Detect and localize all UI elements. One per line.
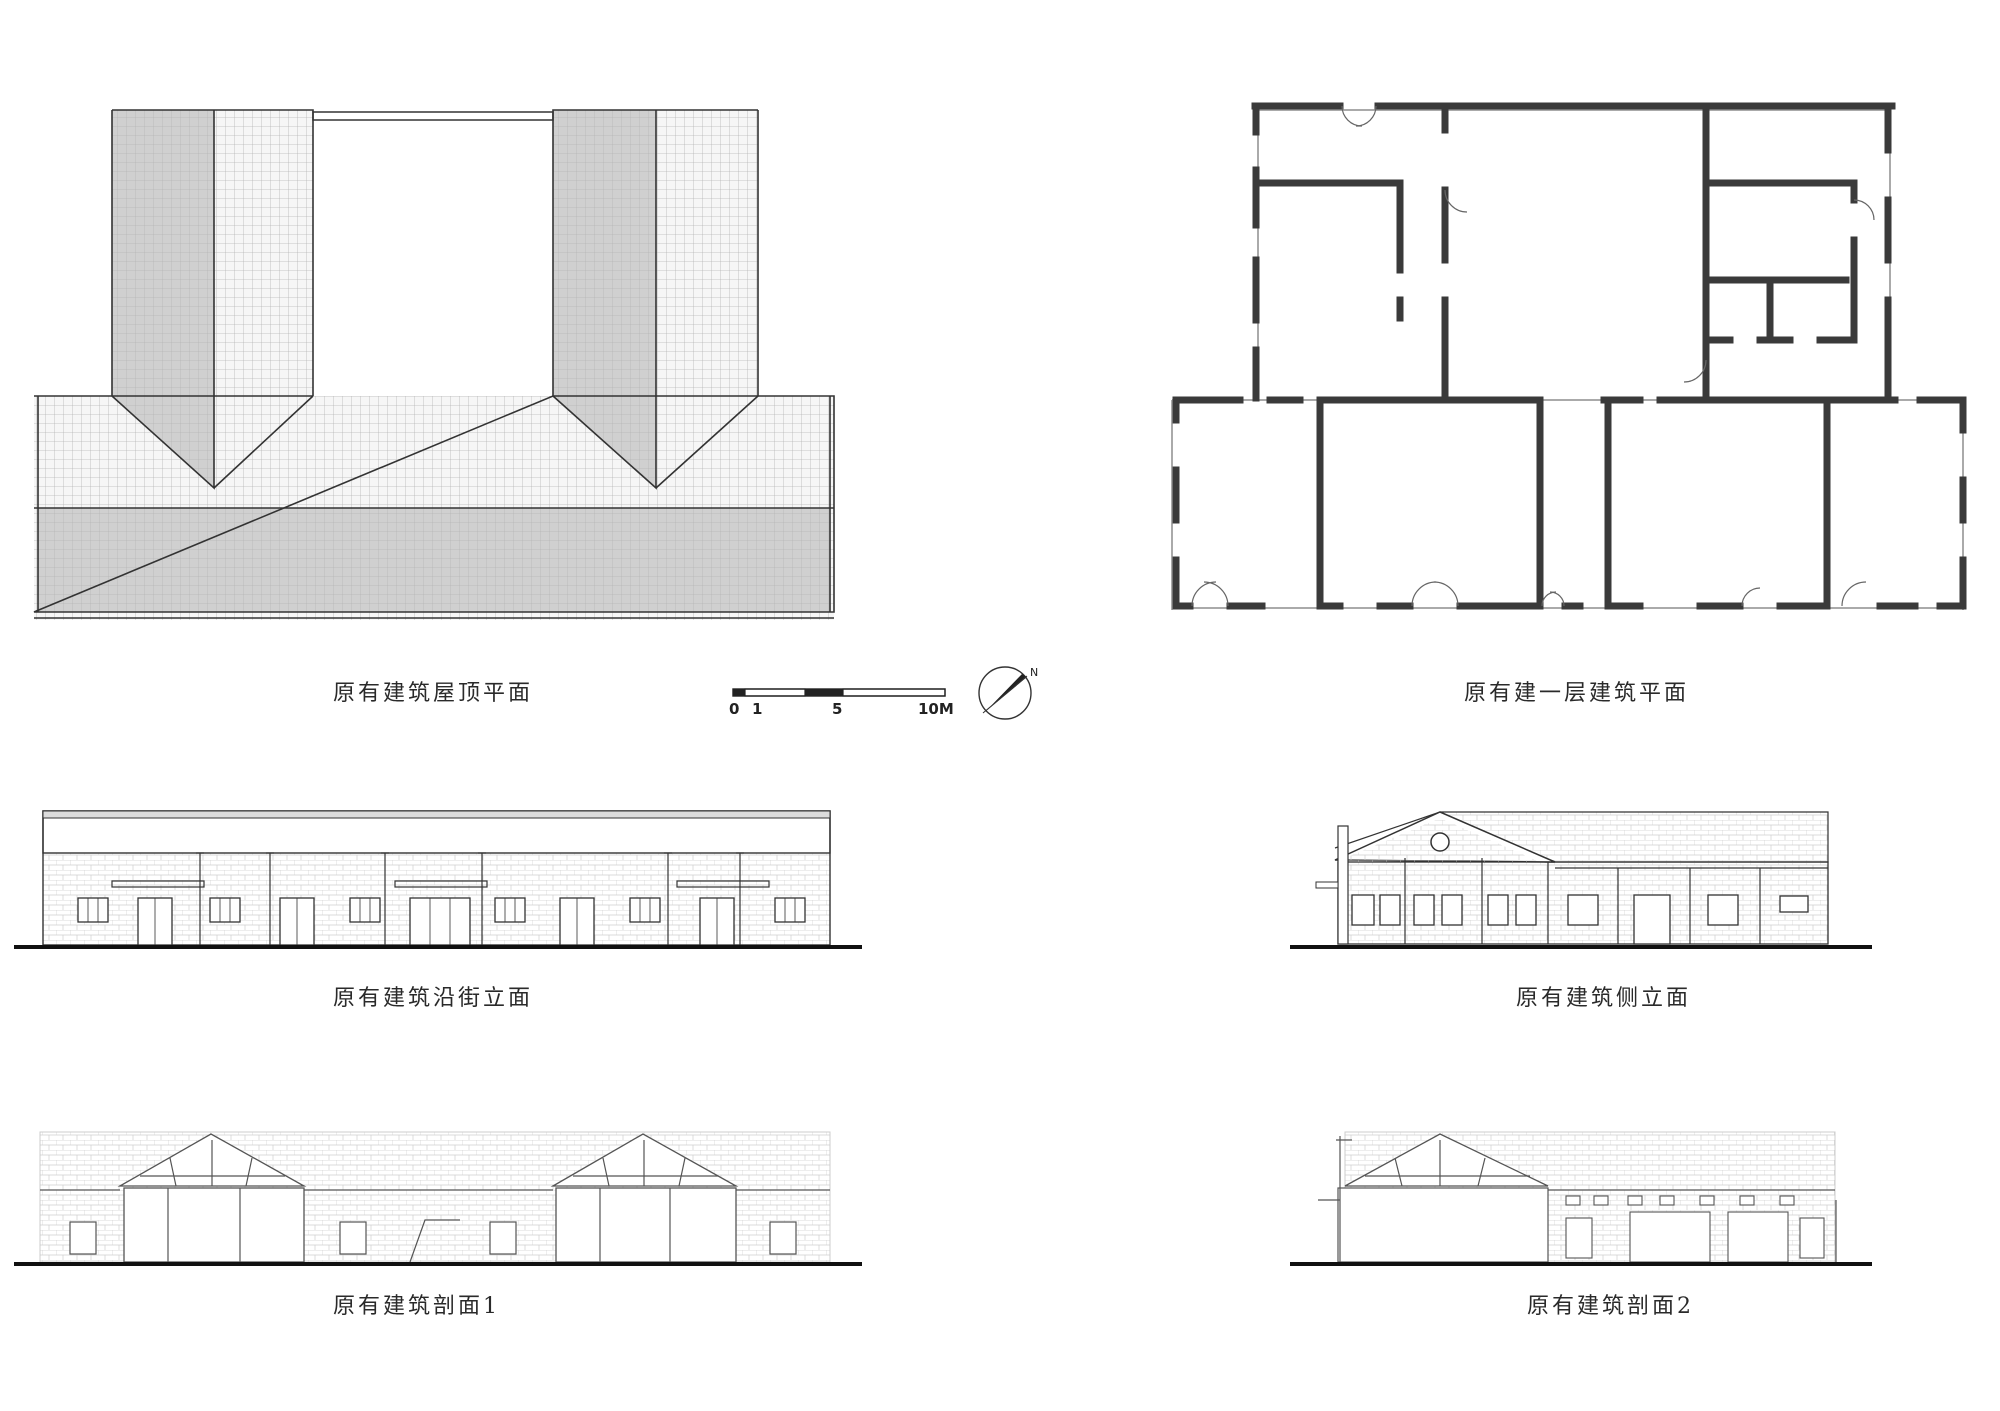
scale-tick-label: 10M [918, 700, 954, 718]
roof-plan-caption: 原有建筑屋顶平面 [333, 681, 534, 706]
north-arrow [978, 666, 1032, 720]
section-1 [14, 1131, 862, 1266]
street-elevation-caption: 原有建筑沿街立面 [333, 986, 534, 1011]
north-arrow-label: N [1030, 666, 1039, 679]
floor-plan-caption: 原有建一层建筑平面 [1464, 681, 1690, 706]
section-2-caption: 原有建筑剖面2 [1527, 1294, 1694, 1319]
side-elevation [1290, 811, 1872, 949]
side-elevation-caption: 原有建筑侧立面 [1516, 986, 1692, 1011]
scale-tick-label: 5 [832, 700, 843, 718]
floor-plan [1171, 102, 1967, 610]
street-elevation [14, 810, 862, 949]
roof-plan [33, 109, 835, 620]
scale-tick-label: 0 [729, 700, 740, 718]
scale-bar [732, 688, 946, 697]
scale-tick-label: 1 [752, 700, 763, 718]
section-1-caption: 原有建筑剖面1 [333, 1294, 500, 1319]
section-2 [1290, 1131, 1872, 1266]
